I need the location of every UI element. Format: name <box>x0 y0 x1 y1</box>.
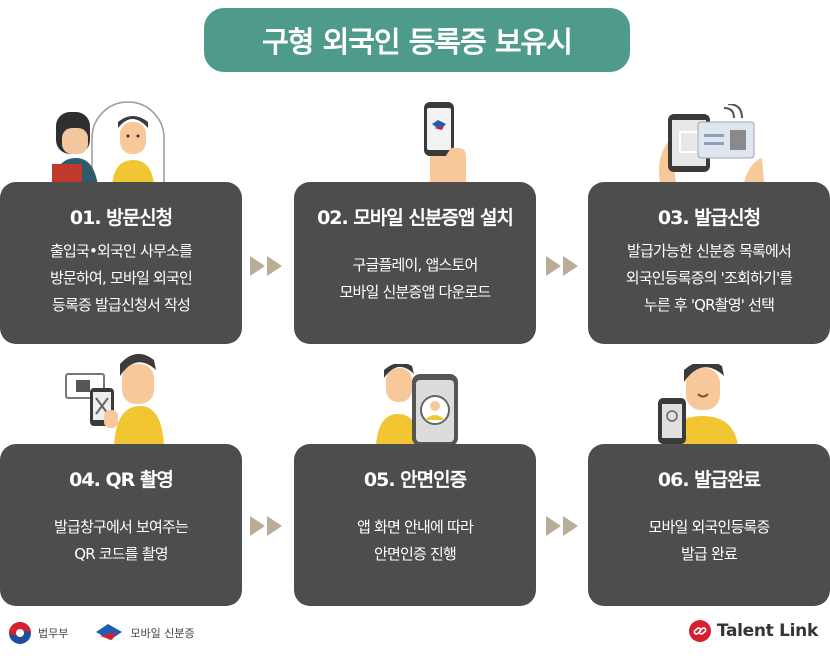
next-arrow-icon <box>546 516 578 536</box>
step-line: 외국인등록증의 '조회하기'를 <box>625 269 793 287</box>
next-arrow-icon <box>250 256 282 276</box>
step-card-06: 06. 발급완료 모바일 외국인등록증 발급 완료 <box>588 444 830 606</box>
talent-link-logo: Talent Link <box>688 620 818 642</box>
mobile-id-name: 모바일 신분증 <box>130 627 195 640</box>
ministry-logo: 법무부 <box>8 621 68 645</box>
step-line: 안면인증 진행 <box>374 545 457 563</box>
page-title: 구형 외국인 등록증 보유시 <box>204 8 630 72</box>
brand-name: Talent Link <box>716 621 818 641</box>
step-line: 구글플레이, 앱스토어 <box>352 256 479 274</box>
step-line: 발급가능한 신분증 목록에서 <box>627 242 792 260</box>
step-line: 출입국•외국인 사무소를 <box>49 242 193 260</box>
step-description: 출입국•외국인 사무소를 방문하여, 모바일 외국인 등록증 발급신청서 작성 <box>0 238 242 319</box>
step-line: 등록증 발급신청서 작성 <box>52 296 191 314</box>
step-line: QR 코드를 촬영 <box>74 545 168 563</box>
footer-logos: 법무부 모바일 신분증 <box>8 620 195 646</box>
id-card-scan-illustration <box>659 104 764 182</box>
qr-capture-illustration <box>65 354 164 446</box>
step-card-04: 04. QR 촬영 발급창구에서 보여주는 QR 코드를 촬영 <box>0 444 242 606</box>
step-line: 발급창구에서 보여주는 <box>54 518 189 536</box>
step-card-03: 03. 발급신청 발급가능한 신분증 목록에서 외국인등록증의 '조회하기'를 … <box>588 182 830 344</box>
step-description: 앱 화면 안내에 따라 안면인증 진행 <box>294 514 536 568</box>
step-card-05: 05. 안면인증 앱 화면 안내에 따라 안면인증 진행 <box>294 444 536 606</box>
step-description: 발급가능한 신분증 목록에서 외국인등록증의 '조회하기'를 누른 후 'QR촬… <box>588 238 830 319</box>
ministry-emblem-icon <box>9 622 31 644</box>
face-auth-illustration <box>376 364 458 446</box>
step-line: 누른 후 'QR촬영' 선택 <box>643 296 775 314</box>
step-description: 구글플레이, 앱스토어 모바일 신분증앱 다운로드 <box>294 252 536 306</box>
step-line: 발급 완료 <box>681 545 738 563</box>
step-card-01: 01. 방문신청 출입국•외국인 사무소를 방문하여, 모바일 외국인 등록증 … <box>0 182 242 344</box>
link-icon <box>688 620 711 642</box>
step-line: 앱 화면 안내에 따라 <box>357 518 474 536</box>
step-title: 04. QR 촬영 <box>69 469 174 491</box>
step-description: 발급창구에서 보여주는 QR 코드를 촬영 <box>0 514 242 568</box>
phone-app-illustration <box>424 102 466 186</box>
step-title: 01. 방문신청 <box>69 207 173 229</box>
step-line: 방문하여, 모바일 외국인 <box>50 269 193 287</box>
step-card-02: 02. 모바일 신분증앱 설치 구글플레이, 앱스토어 모바일 신분증앱 다운로… <box>294 182 536 344</box>
next-arrow-icon <box>250 516 282 536</box>
visit-office-illustration <box>52 101 165 186</box>
mobile-id-emblem-icon <box>96 624 123 640</box>
step-title: 05. 안면인증 <box>363 469 467 491</box>
step-line: 모바일 신분증앱 다운로드 <box>339 283 492 301</box>
issue-complete-illustration <box>658 364 738 446</box>
next-arrow-icon <box>546 256 578 276</box>
step-line: 모바일 외국인등록증 <box>648 518 771 536</box>
step-title: 06. 발급완료 <box>657 469 761 491</box>
step-title: 02. 모바일 신분증앱 설치 <box>317 207 514 229</box>
step-title: 03. 발급신청 <box>657 207 761 229</box>
mobile-id-logo: 모바일 신분증 <box>94 622 195 644</box>
step-description: 모바일 외국인등록증 발급 완료 <box>588 514 830 568</box>
ministry-name: 법무부 <box>38 627 69 640</box>
